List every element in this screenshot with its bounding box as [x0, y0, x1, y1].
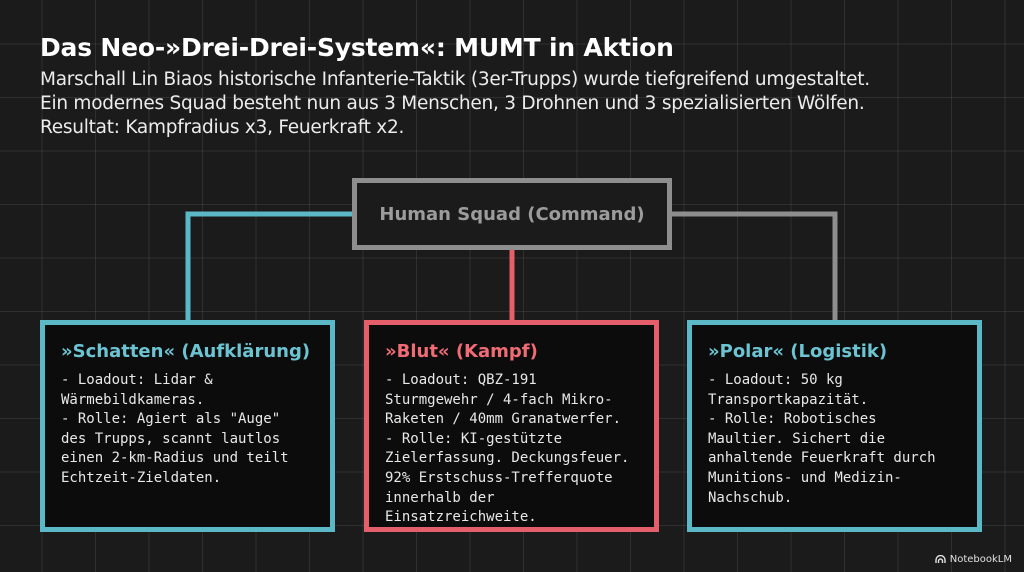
- node-schatten-line: des Trupps, scannt lautlos: [61, 430, 281, 447]
- node-polar-line: - Rolle: Robotisches: [708, 411, 877, 428]
- command-node-label: Human Squad (Command): [379, 203, 645, 225]
- node-schatten-title: »Schatten« (Aufklärung): [61, 341, 311, 362]
- node-polar: »Polar« (Logistik) - Loadout: 50 kg Tran…: [687, 320, 982, 532]
- node-polar-title: »Polar« (Logistik): [708, 341, 888, 362]
- node-blut-line: Zielerfassung. Deckungsfeuer.: [385, 450, 630, 467]
- notebooklm-logo-icon: [935, 555, 946, 563]
- page-title: Das Neo-»Drei-Drei-System«: MUMT in Akti…: [40, 33, 674, 62]
- node-schatten-line: - Loadout: Lidar &: [61, 372, 213, 388]
- node-blut-line: - Rolle: KI-gestützte: [385, 430, 563, 447]
- node-schatten: »Schatten« (Aufklärung) - Loadout: Lidar…: [40, 320, 335, 532]
- node-blut-line: Sturmgewehr / 4-fach Mikro-: [385, 391, 613, 408]
- node-blut-line: Einsatzreichweite.: [385, 509, 537, 526]
- node-schatten-line: - Rolle: Agiert als "Auge": [61, 411, 281, 428]
- node-schatten-line: einen 2-km-Radius und teilt: [61, 450, 289, 467]
- node-blut-line: innerhalb der: [385, 489, 495, 506]
- node-polar-line: Transportkapazität.: [708, 391, 869, 408]
- node-polar-line: - Loadout: 50 kg: [708, 372, 843, 388]
- node-blut-line: Raketen / 40mm Granatwerfer.: [385, 411, 622, 428]
- notebooklm-watermark: NotebookLM: [935, 554, 1012, 565]
- node-polar-line: Nachschub.: [708, 489, 793, 506]
- node-schatten-line: Wärmebildkameras.: [61, 391, 205, 408]
- connector-left: [185, 211, 352, 320]
- node-blut: »Blut« (Kampf) - Loadout: QBZ-191 Sturmg…: [364, 320, 659, 532]
- command-node: Human Squad (Command): [352, 178, 672, 250]
- connector-right: [672, 211, 838, 320]
- watermark-text: NotebookLM: [949, 554, 1012, 565]
- node-blut-title: »Blut« (Kampf): [385, 341, 538, 362]
- page-subtitle: Marschall Lin Biaos historische Infanter…: [40, 69, 870, 138]
- node-blut-line: 92% Erstschuss-Trefferquote: [385, 469, 613, 486]
- node-schatten-line: Echtzeit-Zieldaten.: [61, 469, 222, 486]
- node-polar-line: Munitions- und Medizin-: [708, 469, 902, 486]
- node-blut-line: - Loadout: QBZ-191: [385, 372, 537, 388]
- node-polar-line: anhaltende Feuerkraft durch: [708, 450, 936, 467]
- node-polar-line: Maultier. Sichert die: [708, 430, 886, 447]
